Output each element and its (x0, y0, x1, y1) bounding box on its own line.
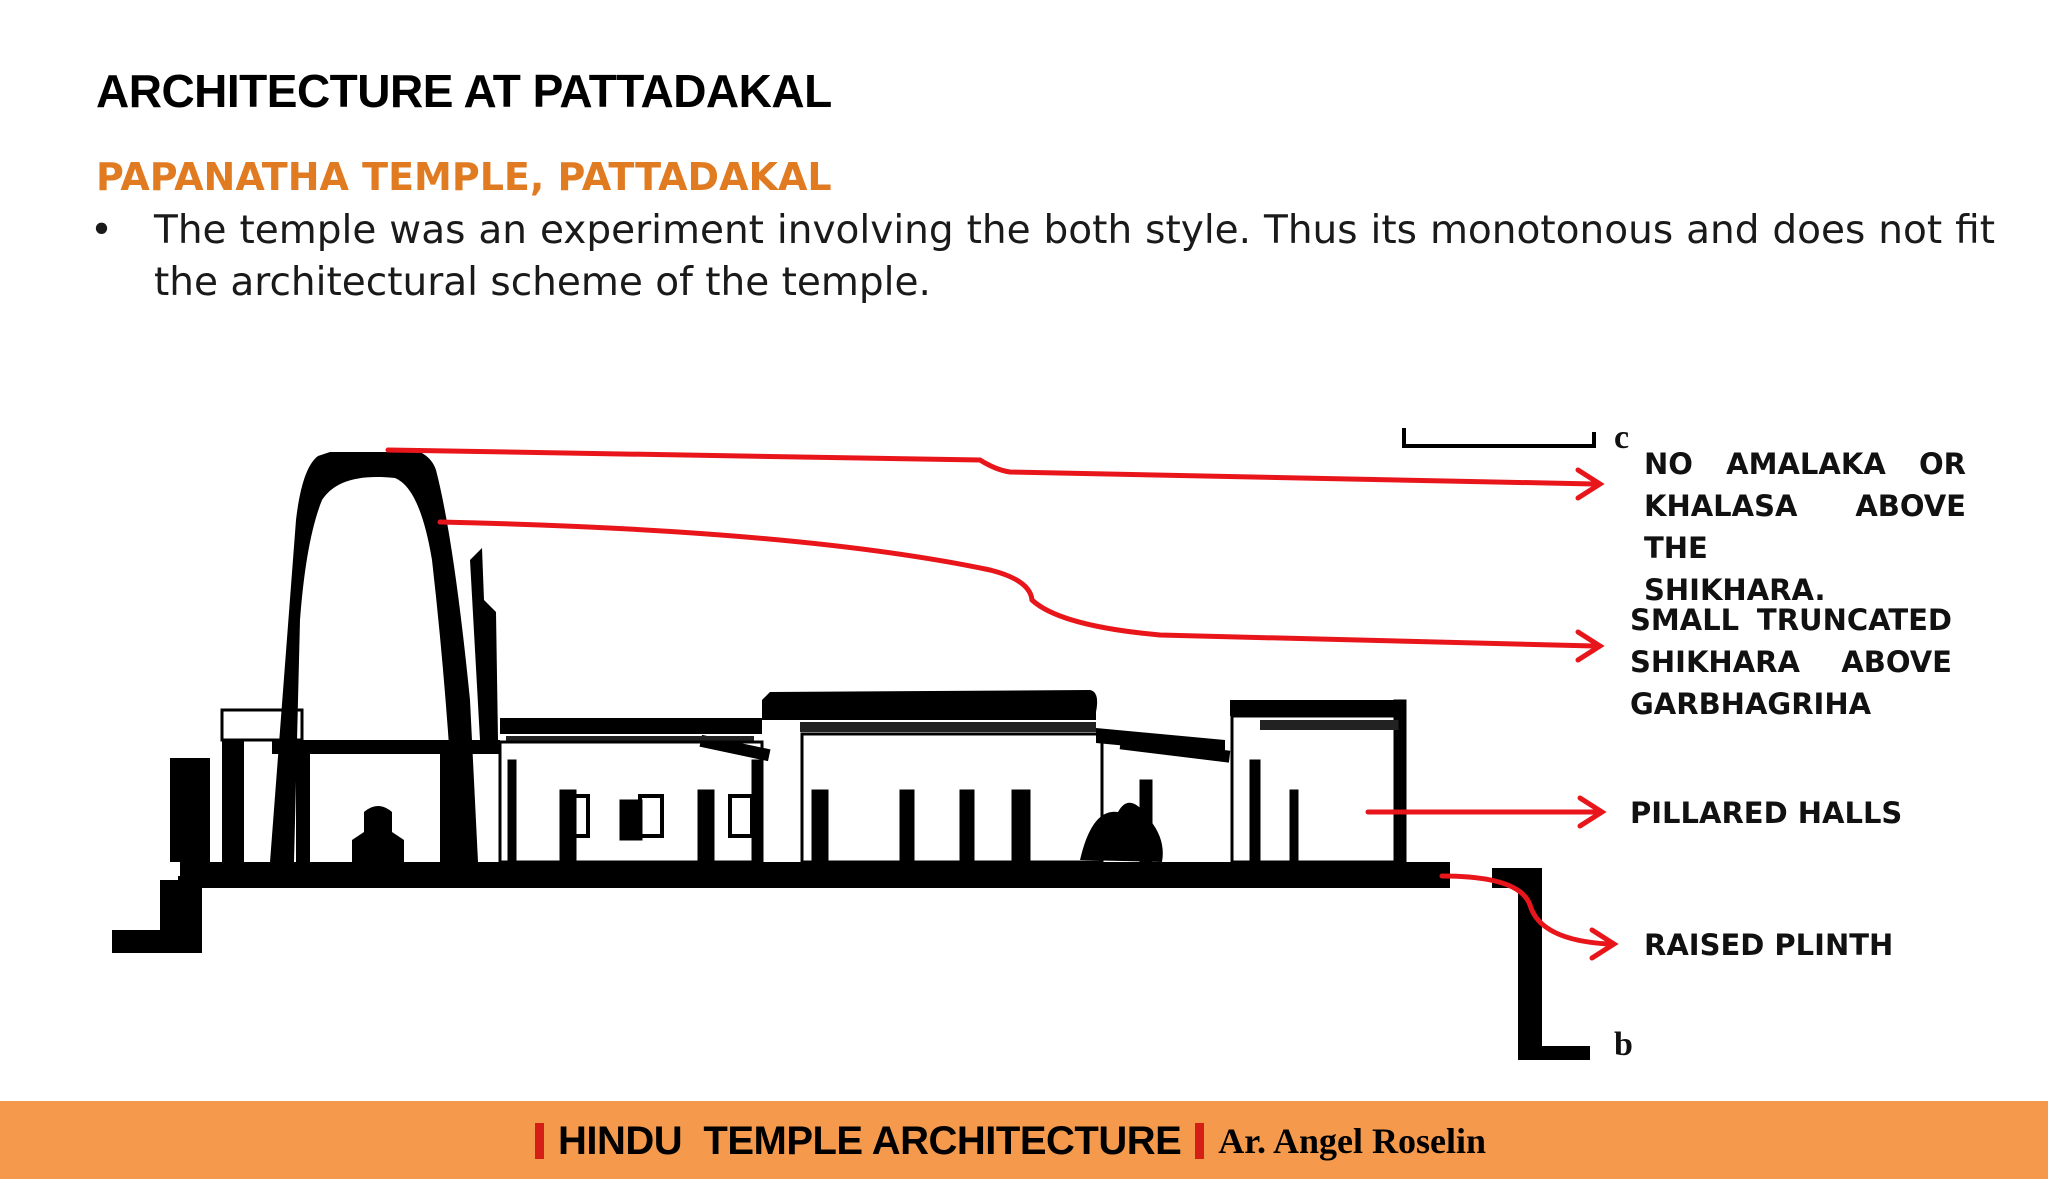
callout-raised-plinth: RAISED PLINTH (1644, 928, 1894, 962)
footer-bar: HINDU TEMPLE ARCHITECTURE Ar. Angel Rose… (0, 1101, 2048, 1179)
footer-course-title: HINDU TEMPLE ARCHITECTURE (558, 1118, 1182, 1163)
arrowhead-pillared (1577, 795, 1607, 829)
bullet-text: The temple was an experiment involving t… (154, 208, 1995, 305)
pillar (899, 789, 915, 863)
callout-no-amalaka: NO AMALAKA OR KHALASA ABOVE THE SHIKHARA… (1644, 443, 1966, 611)
arrow-amalaka (385, 447, 1597, 487)
callout-truncated-shikhara: SMALL TRUNCATED SHIKHARA ABOVE GARBHAGRI… (1630, 599, 1952, 725)
doorway (728, 794, 754, 838)
raised-plinth (112, 868, 1590, 1060)
hall-roof-2 (762, 690, 1098, 720)
pillar (811, 789, 829, 863)
base-moulding-left (160, 880, 180, 930)
frieze-band (800, 722, 1096, 732)
hall-roof-1 (500, 718, 762, 734)
pillar (697, 789, 715, 863)
callout-pillared-halls: PILLARED HALLS (1630, 796, 1903, 830)
frieze-band (506, 736, 754, 742)
doorway (638, 794, 664, 838)
callout-line: SHIKHARA ABOVE (1630, 645, 1952, 679)
bullet-marker: • (90, 208, 114, 253)
annotation-arrows (385, 447, 1619, 961)
shikhara-lintel (272, 740, 500, 754)
slide-subtitle: PAPANATHA TEMPLE, PATTADAKAL (96, 155, 832, 199)
pillar (959, 789, 975, 863)
hall-wall-outline (498, 740, 764, 864)
callout-line: GARBHAGRIHA (1630, 687, 1872, 721)
footer-author: Ar. Angel Roselin (1218, 1121, 1486, 1161)
arrowhead-plinth (1589, 927, 1619, 961)
linga-icon (352, 806, 404, 862)
bullet-item: • The temple was an experiment involving… (90, 205, 1995, 309)
hall-wall-outline (800, 732, 1104, 864)
plinth-slab (180, 862, 1450, 888)
side-pavilion (220, 708, 304, 742)
footer-marker (535, 1123, 544, 1159)
shikhara-outline (270, 452, 478, 862)
scale-bar (1402, 428, 1596, 448)
scale-label-b: b (1614, 1026, 1633, 1063)
pillar (1249, 759, 1261, 863)
pillar (1289, 789, 1299, 863)
arrowhead-shikhara (1575, 629, 1605, 663)
pillar (507, 759, 517, 863)
callout-line: SMALL TRUNCATED (1630, 603, 1952, 637)
arrowhead-amalaka (1575, 467, 1605, 501)
side-wall-left (222, 740, 244, 862)
shikhara-side (470, 548, 498, 740)
callout-line: KHALASA ABOVE THE (1644, 489, 1966, 565)
hall-wall-outline (1230, 714, 1402, 864)
scale-label-c: c (1614, 419, 1629, 456)
callout-line: NO AMALAKA OR (1644, 447, 1966, 481)
pillar (1011, 789, 1031, 863)
arrow-shikhara (437, 519, 1597, 649)
temple-section (112, 452, 1590, 1060)
hall-roof-4 (1230, 700, 1404, 716)
frieze-band (1260, 720, 1400, 730)
garbhagriha-wall-right (440, 754, 456, 862)
base-block-left (170, 758, 210, 862)
garbhagriha-wall-left (296, 754, 310, 862)
callout-line: SHIKHARA. (1644, 573, 1826, 607)
footer-content: HINDU TEMPLE ARCHITECTURE Ar. Angel Rose… (535, 1119, 1486, 1163)
footer-marker (1195, 1123, 1205, 1159)
arrow-plinth (1439, 873, 1611, 947)
temple-section-drawing: c b (112, 419, 1633, 1063)
hall-roof-sloped-2 (1119, 737, 1231, 763)
pillared-halls (507, 699, 1407, 863)
doorway (564, 794, 590, 838)
slide-title: ARCHITECTURE AT PATTADAKAL (96, 65, 832, 117)
